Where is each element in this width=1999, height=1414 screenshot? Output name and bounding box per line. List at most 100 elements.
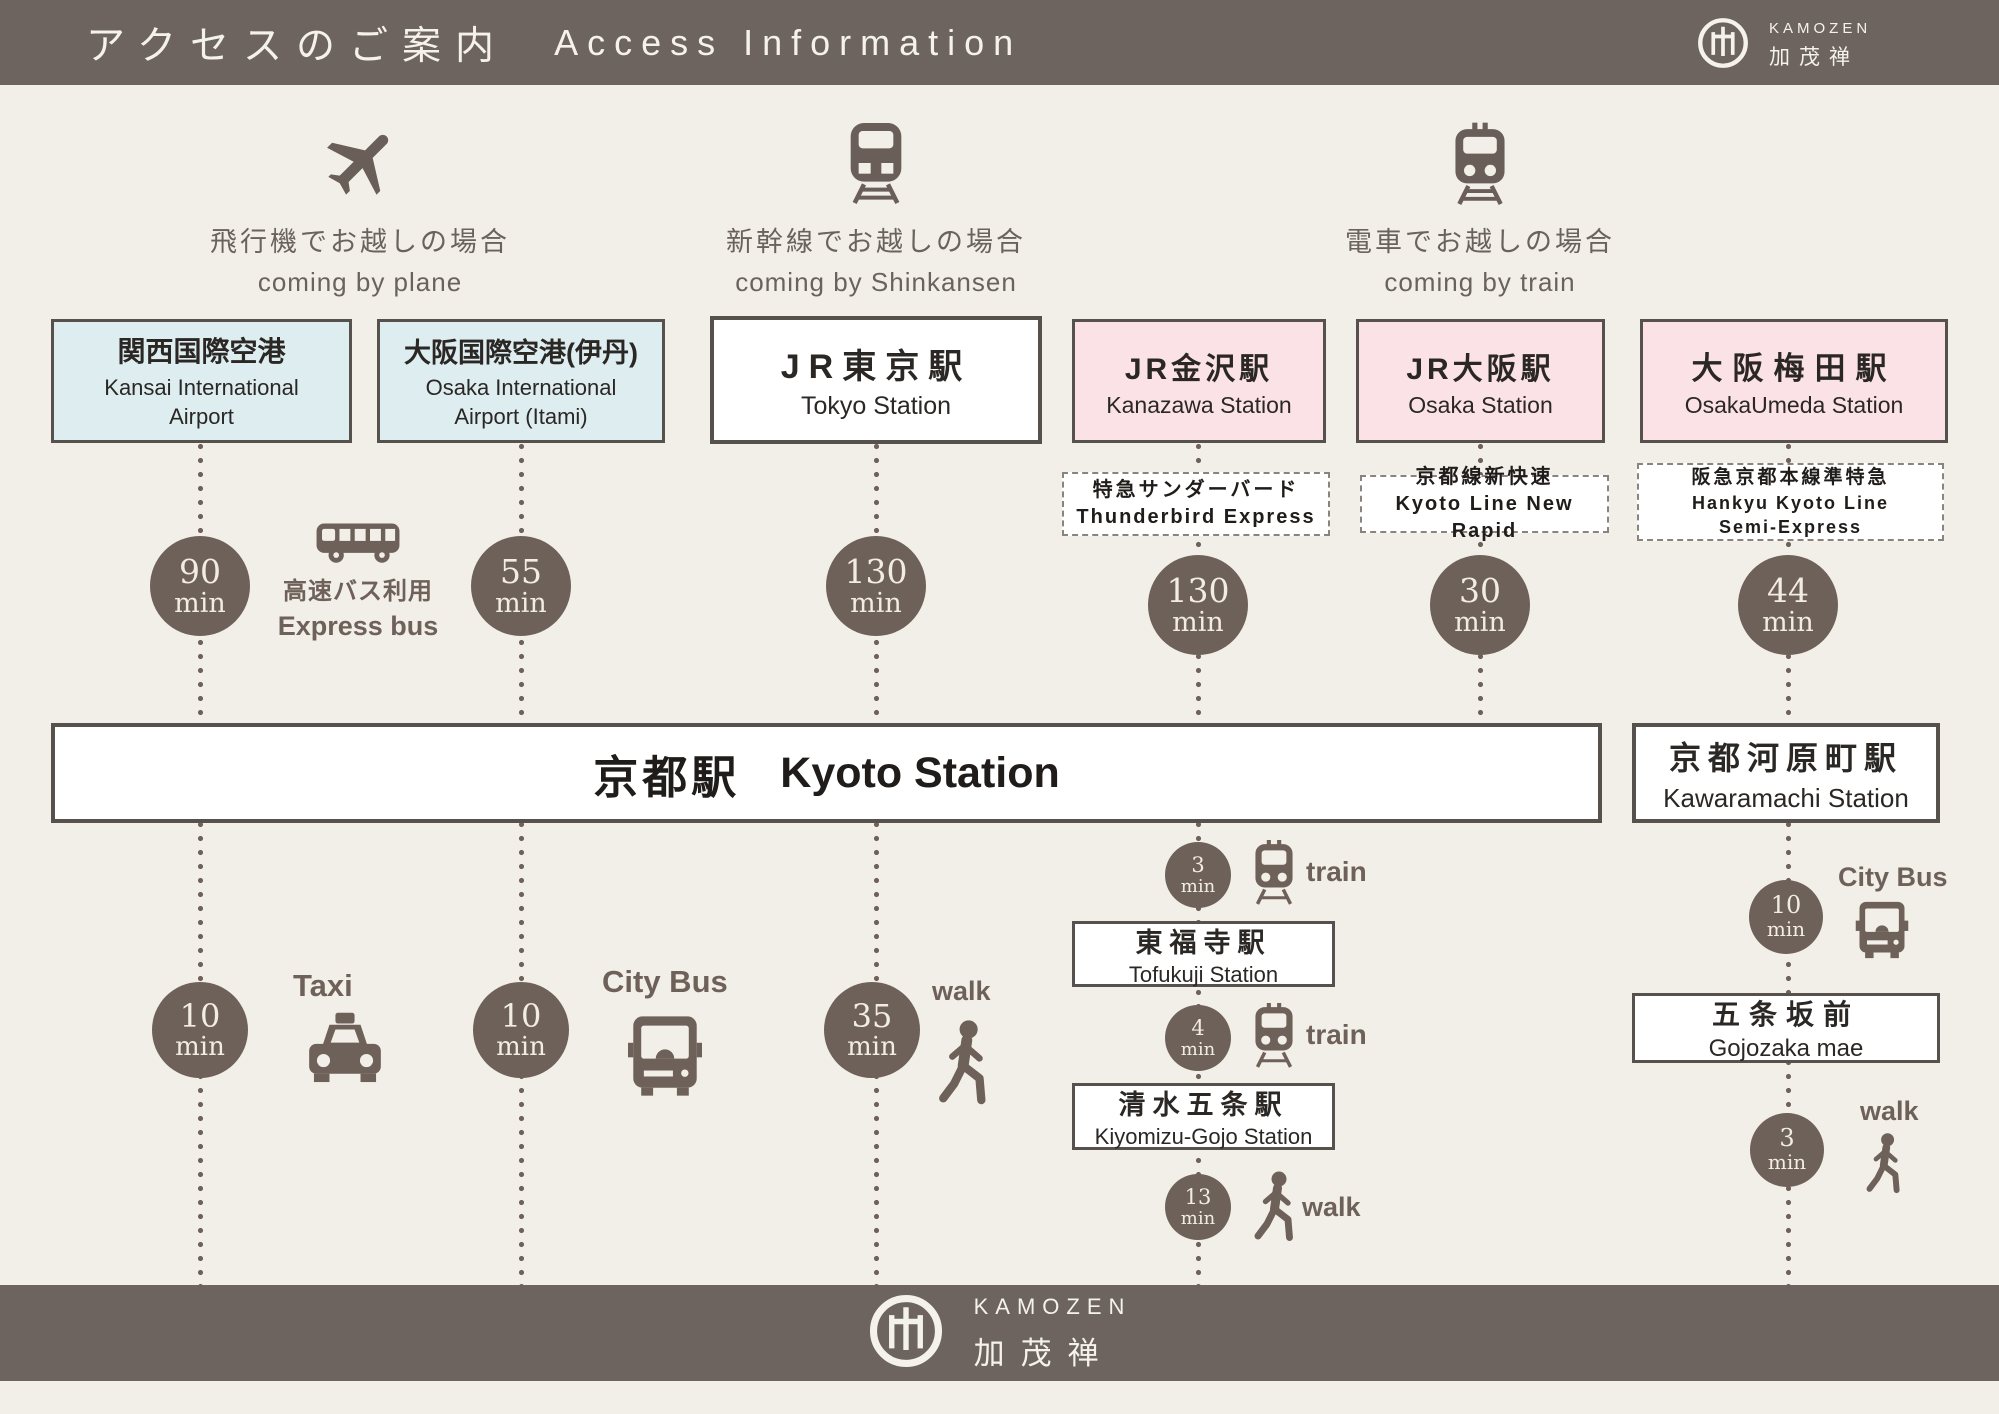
header-logo: KAMOZEN 加茂禅 — [1697, 17, 1871, 74]
train-front-icon — [1248, 1003, 1300, 1074]
duration-unit: min — [1180, 1207, 1216, 1229]
header-bar: アクセスのご案内 Access Information — [0, 0, 1999, 85]
duration-value: 3 — [1779, 1124, 1795, 1153]
station-box-gojozaka-mae: 五条坂前 Gojozaka mae — [1632, 993, 1940, 1063]
duration-value: 130 — [844, 551, 908, 591]
station-en: OsakaUmeda Station — [1684, 392, 1904, 418]
station-box-tokyo: JR東京駅 Tokyo Station — [710, 316, 1042, 444]
station-en: Kanazawa Station — [1106, 391, 1292, 418]
station-jp: 京都河原町駅 — [1668, 739, 1903, 776]
duration-circle-30min: 30 min — [1430, 555, 1530, 655]
shinkansen-icon — [706, 118, 1046, 206]
final-leg-circle-taxi: 10 min — [152, 982, 248, 1078]
station-box-umeda: 大阪梅田駅 OsakaUmeda Station — [1640, 319, 1948, 443]
station-box-kanazawa: JR金沢駅 Kanazawa Station — [1072, 319, 1326, 443]
station-jp: JR金沢駅 — [1124, 352, 1274, 386]
express-bus-group: 高速バス利用 Express bus — [268, 518, 448, 642]
duration-unit: min — [1762, 607, 1814, 639]
station-en: Osaka Station — [1408, 391, 1553, 418]
duration-unit: min — [495, 588, 547, 620]
duration-value: 10 — [1770, 891, 1802, 920]
duration-unit: min — [496, 1032, 546, 1063]
station-en: Osaka International Airport (Itami) — [425, 374, 617, 429]
taxi-label: Taxi — [293, 968, 353, 1003]
train-icon — [1310, 118, 1650, 206]
duration-value: 10 — [179, 996, 221, 1035]
train-label: train — [1306, 856, 1367, 887]
duration-circle-55min: 55 min — [471, 536, 571, 636]
category-train-en: coming by train — [1384, 267, 1576, 297]
category-shinkansen-en: coming by Shinkansen — [735, 267, 1017, 297]
duration-value: 44 — [1767, 570, 1809, 610]
route-box-thunderbird: 特急サンダーバード Thunderbird Express — [1062, 472, 1330, 536]
route-en-line2: Semi-Express — [1718, 516, 1863, 537]
station-jp: JR東京駅 — [780, 348, 972, 386]
duration-unit: min — [175, 1032, 225, 1063]
page-title-jp: アクセスのご案内 — [86, 24, 509, 68]
route-en: Thunderbird Express — [1076, 506, 1316, 528]
station-jp: 関西国際空港 — [117, 336, 286, 368]
express-bus-jp: 高速バス利用 — [283, 578, 433, 605]
category-plane-en: coming by plane — [257, 267, 463, 297]
duration-unit: min — [850, 588, 902, 620]
kyoto-station-jp: 京都駅 — [593, 751, 741, 803]
walk-person-icon — [1864, 1132, 1906, 1199]
duration-value: 90 — [179, 551, 221, 591]
duration-unit: min — [174, 588, 226, 620]
express-bus-icon — [314, 523, 402, 570]
connector-kansai — [198, 443, 203, 1291]
station-jp: 大阪国際空港(伊丹) — [404, 337, 638, 368]
duration-unit: min — [1767, 1150, 1807, 1175]
duration-value: 130 — [1166, 570, 1230, 610]
station-jp: 五条坂前 — [1711, 999, 1860, 1030]
duration-value: 13 — [1184, 1184, 1212, 1209]
station-en: Kawaramachi Station — [1663, 782, 1909, 813]
station-en: Kiyomizu-Gojo Station — [1094, 1124, 1313, 1149]
city-bus-icon — [628, 1010, 702, 1107]
walk-person-icon — [1252, 1170, 1300, 1247]
plane-icon — [190, 118, 530, 206]
connector-tokyo — [874, 443, 879, 1291]
leg-circle-4min-train: 4 min — [1165, 1005, 1231, 1071]
page-title-en: Access Information — [554, 21, 1023, 63]
duration-circle-90min: 90 min — [150, 536, 250, 636]
leg-circle-3min-walk: 3 min — [1750, 1113, 1824, 1187]
station-jp: 大阪梅田駅 — [1691, 351, 1897, 386]
footer-bar: KAMOZEN 加茂禅 — [0, 1285, 1999, 1381]
station-box-kansai-airport: 関西国際空港 Kansai International Airport — [51, 319, 352, 443]
final-leg-circle-citybus: 10 min — [473, 982, 569, 1078]
brand-name: KAMOZEN — [1769, 20, 1872, 37]
station-en: Kansai International Airport — [104, 375, 299, 429]
connector-itami — [519, 443, 524, 1291]
leg-circle-13min-walk: 13 min — [1165, 1174, 1231, 1240]
kamozen-logo-icon — [1697, 17, 1749, 74]
walk-person-icon — [936, 1018, 994, 1111]
duration-unit: min — [1180, 1038, 1216, 1060]
station-en: Tofukuji Station — [1128, 961, 1279, 987]
train-label: train — [1306, 1019, 1367, 1050]
route-jp: 阪急京都本線準特急 — [1691, 466, 1890, 488]
duration-unit: min — [1180, 875, 1216, 897]
kyoto-station-bar: 京都駅 Kyoto Station — [51, 723, 1602, 823]
category-plane-jp: 飛行機でお越しの場合 — [210, 227, 510, 257]
duration-circle-130min-kanazawa: 130 min — [1148, 555, 1248, 655]
station-jp: 清水五条駅 — [1118, 1090, 1289, 1120]
duration-circle-44min: 44 min — [1738, 555, 1838, 655]
duration-value: 10 — [500, 996, 542, 1035]
station-jp: 東福寺駅 — [1135, 927, 1272, 958]
duration-value: 30 — [1459, 570, 1501, 610]
route-box-kyoto-line-new-rapid: 京都線新快速 Kyoto Line New Rapid — [1360, 466, 1609, 542]
category-shinkansen: 新幹線でお越しの場合 coming by Shinkansen — [706, 118, 1046, 298]
city-bus-label: City Bus — [1838, 862, 1948, 892]
route-jp: 京都線新快速 — [1415, 465, 1554, 488]
duration-value: 3 — [1191, 852, 1205, 877]
route-box-hankyu-semi-express: 阪急京都本線準特急 Hankyu Kyoto Line Semi-Express — [1637, 463, 1944, 541]
train-front-icon — [1248, 840, 1300, 911]
station-jp: JR大阪駅 — [1406, 352, 1555, 386]
brand-kanji: 加茂禅 — [973, 1335, 1115, 1371]
category-plane: 飛行機でお越しの場合 coming by plane — [190, 118, 530, 298]
city-bus-label: City Bus — [602, 964, 728, 999]
category-train: 電車でお越しの場合 coming by train — [1310, 118, 1650, 298]
station-box-tofukuji: 東福寺駅 Tofukuji Station — [1072, 921, 1335, 987]
final-leg-circle-walk: 35 min — [824, 982, 920, 1078]
